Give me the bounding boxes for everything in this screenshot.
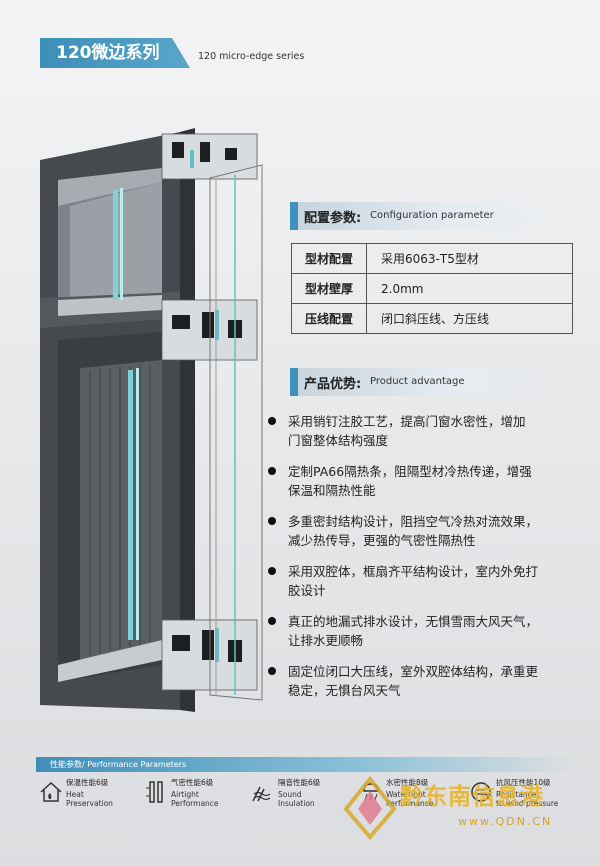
advantage-line: 保温和隔热性能 [288,483,376,498]
watermark-logo-icon [343,775,397,841]
performance-en: Resistance [496,790,537,799]
window-profile-illustration [40,128,263,712]
table-row: 型材配置 采用6063-T5型材 [291,243,573,274]
config-section-header: 配置参数: Configuration parameter [290,202,560,230]
series-subtitle: 120 micro-edge series [198,51,305,62]
list-item: 固定位闭口大压线，室外双腔体结构，承重更 稳定，无惧台风天气 [268,662,568,700]
performance-en: Performance [386,799,434,808]
list-item: 定制PA66隔热条，阻隔型材冷热传递，增强 保温和隔热性能 [268,462,568,500]
performance-level: 水密性能8级 [386,778,429,787]
performance-level: 抗风压性能10级 [496,778,551,787]
param-value: 2.0mm [366,273,573,304]
advantage-line: 门窗整体结构强度 [288,433,389,448]
performance-item: 气密性能6级 Airtight Performance [141,775,246,815]
performance-label: 性能参数/ Performance Parameters [36,757,576,772]
list-item: 多重密封结构设计，阻挡空气冷热对流效果， 减少热传导，更强的气密性隔热性 [268,512,568,550]
advantage-title-en: Product advantage [370,376,465,387]
performance-en: Heat [66,790,84,799]
advantage-line: 采用双腔体，框扇齐平结构设计，室内外免打 [288,564,539,579]
advantage-line: 采用销钉注胶工艺，提高门窗水密性，增加 [288,414,526,429]
advantage-title-cn: 产品优势: [304,377,362,392]
bullet-icon [268,617,276,625]
advantage-line: 减少热传导，更强的气密性隔热性 [288,533,476,548]
performance-en: Sound [278,790,302,799]
param-key: 型材配置 [291,243,367,274]
performance-en: Airtight [171,790,199,799]
performance-item: 隔音性能6级 Sound Insulation [248,775,353,815]
advantage-line: 定制PA66隔热条，阻隔型材冷热传递，增强 [288,464,532,479]
performance-en: to wind pressure [496,799,559,808]
param-key: 压线配置 [291,303,367,334]
bullet-icon [268,467,276,475]
performance-level: 隔音性能6级 [278,778,321,787]
series-title-tag: 120微边系列 [40,38,190,68]
advantage-line: 稳定，无惧台风天气 [288,683,401,698]
advantage-section-header: 产品优势: Product advantage [290,368,560,396]
sound-wave-icon [252,786,271,802]
series-title: 120微边系列 [56,43,160,63]
advantage-line: 真正的地漏式排水设计，无惧雪雨大风天气， [288,614,539,629]
wind-icon [471,782,491,802]
section-accent-bar [290,368,298,396]
advantage-list: 采用销钉注胶工艺，提高门窗水密性，增加 门窗整体结构强度 定制PA66隔热条，阻… [268,412,568,700]
house-heat-icon [40,781,62,802]
config-title-cn: 配置参数: [304,211,362,226]
config-title-en: Configuration parameter [370,210,494,221]
bullet-icon [268,667,276,675]
table-row: 压线配置 闭口斜压线、方压线 [291,303,573,334]
advantage-line: 胶设计 [288,583,326,598]
watermark-url: www.QDN.CN [458,815,553,828]
section-accent-bar [290,202,298,230]
bullet-icon [268,517,276,525]
param-value: 采用6063-T5型材 [366,243,573,274]
performance-item: 保温性能6级 Heat Preservation [36,775,141,815]
list-item: 采用销钉注胶工艺，提高门窗水密性，增加 门窗整体结构强度 [268,412,568,450]
bullet-icon [268,417,276,425]
table-row: 型材壁厚 2.0mm [291,273,573,304]
bullet-icon [268,567,276,575]
performance-en: Watertight [386,790,426,799]
performance-en: Insulation [278,799,315,808]
airtight-icon [146,781,163,803]
advantage-line: 让排水更顺畅 [288,633,364,648]
config-table: 型材配置 采用6063-T5型材 型材壁厚 2.0mm 压线配置 闭口斜压线、方… [291,243,573,334]
watermark-text: 黔东南信息港 [400,783,544,810]
performance-en: Performance [171,799,219,808]
list-item: 采用双腔体，框扇齐平结构设计，室内外免打 胶设计 [268,562,568,600]
advantage-line: 固定位闭口大压线，室外双腔体结构，承重更 [288,664,539,679]
watermark: 黔东南信息港 www.QDN.CN [340,775,590,845]
performance-level: 保温性能6级 [66,778,109,787]
performance-level: 气密性能6级 [171,778,214,787]
param-key: 型材壁厚 [291,273,367,304]
param-value: 闭口斜压线、方压线 [366,303,573,334]
list-item: 真正的地漏式排水设计，无惧雪雨大风天气， 让排水更顺畅 [268,612,568,650]
advantage-line: 多重密封结构设计，阻挡空气冷热对流效果， [288,514,539,529]
performance-en: Preservation [66,799,113,808]
performance-item: 抗风压性能10级 Resistance to wind pressure [466,775,571,815]
performance-row: 保温性能6级 Heat Preservation 气密性能6级 Airtight… [36,775,576,815]
